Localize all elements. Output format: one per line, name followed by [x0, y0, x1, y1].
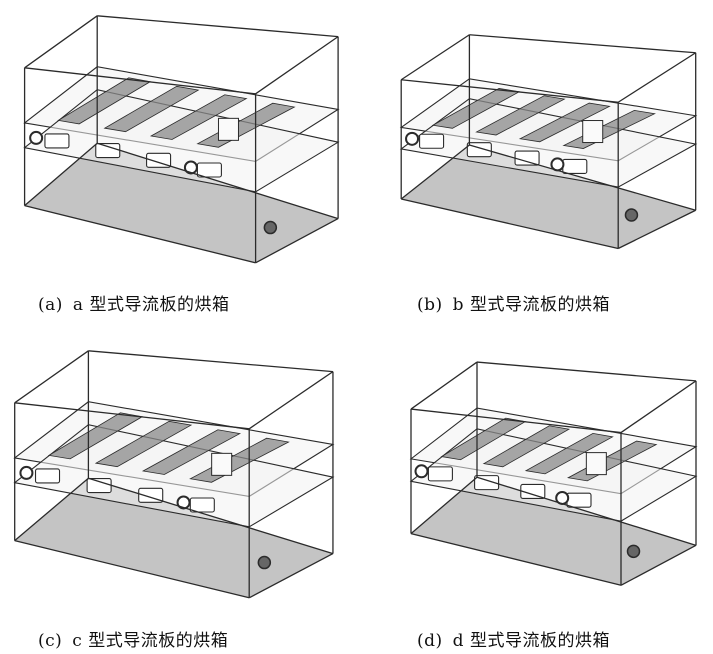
oven-diagram-d — [405, 355, 705, 590]
mesh-tray — [141, 429, 242, 475]
box-edge — [620, 380, 697, 434]
box-edge — [401, 79, 619, 103]
box-edge — [620, 544, 697, 586]
exhaust-port — [624, 208, 639, 222]
box-edge — [400, 144, 470, 200]
caption-c-tag: (c) — [38, 631, 63, 651]
box-edge — [24, 204, 256, 264]
box-edge — [469, 34, 696, 54]
mesh-tray — [475, 95, 566, 136]
box-edge — [24, 67, 256, 95]
oven-svg — [399, 34, 698, 250]
box-edge — [97, 142, 339, 220]
oven-floor — [14, 478, 333, 598]
fan-left — [414, 464, 429, 479]
sample-tray — [95, 143, 121, 159]
sample-tray — [44, 133, 70, 149]
caption-a-tag: (a) — [38, 295, 63, 315]
box-edge — [24, 142, 98, 207]
oven-svg — [409, 361, 698, 586]
caption-d-tag: (d) — [417, 631, 443, 651]
box-edge — [410, 361, 478, 410]
box-edge — [24, 15, 98, 69]
exhaust-port — [626, 544, 641, 559]
box-edge — [617, 52, 697, 103]
caption-a-text: a 型式导流板的烘箱 — [72, 295, 230, 315]
sample-tray — [419, 133, 445, 149]
box-edge — [248, 553, 334, 599]
box-edge — [14, 477, 89, 542]
fan-left — [19, 465, 34, 480]
oven-diagram-b — [395, 28, 705, 253]
sample-tray — [196, 162, 222, 178]
sample-tray — [562, 158, 588, 174]
sample-tray — [34, 468, 61, 484]
box-edge — [469, 144, 696, 211]
mesh-tray — [149, 94, 248, 140]
fan-left — [405, 131, 420, 146]
oven-floor — [411, 477, 696, 586]
baffle-block — [582, 120, 604, 144]
oven-svg — [23, 15, 340, 264]
mesh-tray — [518, 102, 611, 143]
caption-d-text: d 型式导流板的烘箱 — [452, 631, 610, 651]
baffle-block — [585, 452, 607, 476]
oven-floor — [24, 143, 339, 263]
box-edge — [476, 476, 697, 546]
caption-a: (a) a 型式导流板的烘箱 — [38, 290, 229, 315]
box-edge — [14, 539, 250, 599]
sample-tray — [189, 497, 215, 513]
box-edge — [410, 476, 478, 535]
baffle-block — [217, 117, 239, 141]
sample-tray — [427, 466, 453, 482]
sample-tray — [474, 475, 500, 491]
oven-diagram-c — [8, 343, 343, 603]
oven-svg — [13, 350, 335, 599]
mesh-tray — [482, 425, 571, 468]
caption-c: (c) c 型式导流板的烘箱 — [38, 626, 228, 651]
mesh-tray — [94, 420, 193, 468]
fan-left — [29, 130, 44, 145]
box-edge — [255, 218, 339, 264]
oven-diagram-a — [18, 8, 348, 268]
sample-tray — [514, 150, 540, 166]
fan-right — [183, 160, 198, 175]
caption-b: (b) b 型式导流板的烘箱 — [417, 290, 610, 315]
box-edge — [400, 34, 470, 81]
caption-d: (d) d 型式导流板的烘箱 — [417, 626, 610, 651]
exhaust-port — [257, 555, 272, 570]
box-edge — [401, 198, 619, 250]
box-edge — [476, 361, 697, 382]
caption-b-text: b 型式导流板的烘箱 — [452, 295, 610, 315]
box-edge — [88, 477, 334, 555]
box-edge — [410, 408, 622, 434]
oven-floor — [401, 145, 696, 249]
fan-right — [176, 495, 191, 510]
mesh-tray — [103, 85, 200, 133]
box-edge — [248, 371, 334, 430]
exhaust-port — [263, 220, 278, 235]
mesh-tray — [524, 432, 614, 475]
box-edge — [617, 209, 696, 250]
box-edge — [14, 350, 89, 404]
sample-tray — [86, 478, 112, 494]
baffle-block — [211, 452, 233, 476]
sample-tray — [566, 492, 592, 508]
caption-b-tag: (b) — [417, 295, 443, 315]
box-edge — [88, 350, 334, 373]
caption-c-text: c 型式导流板的烘箱 — [72, 631, 229, 651]
box-edge — [14, 402, 250, 430]
box-edge — [97, 15, 339, 38]
box-edge — [410, 532, 622, 586]
box-edge — [255, 36, 339, 95]
